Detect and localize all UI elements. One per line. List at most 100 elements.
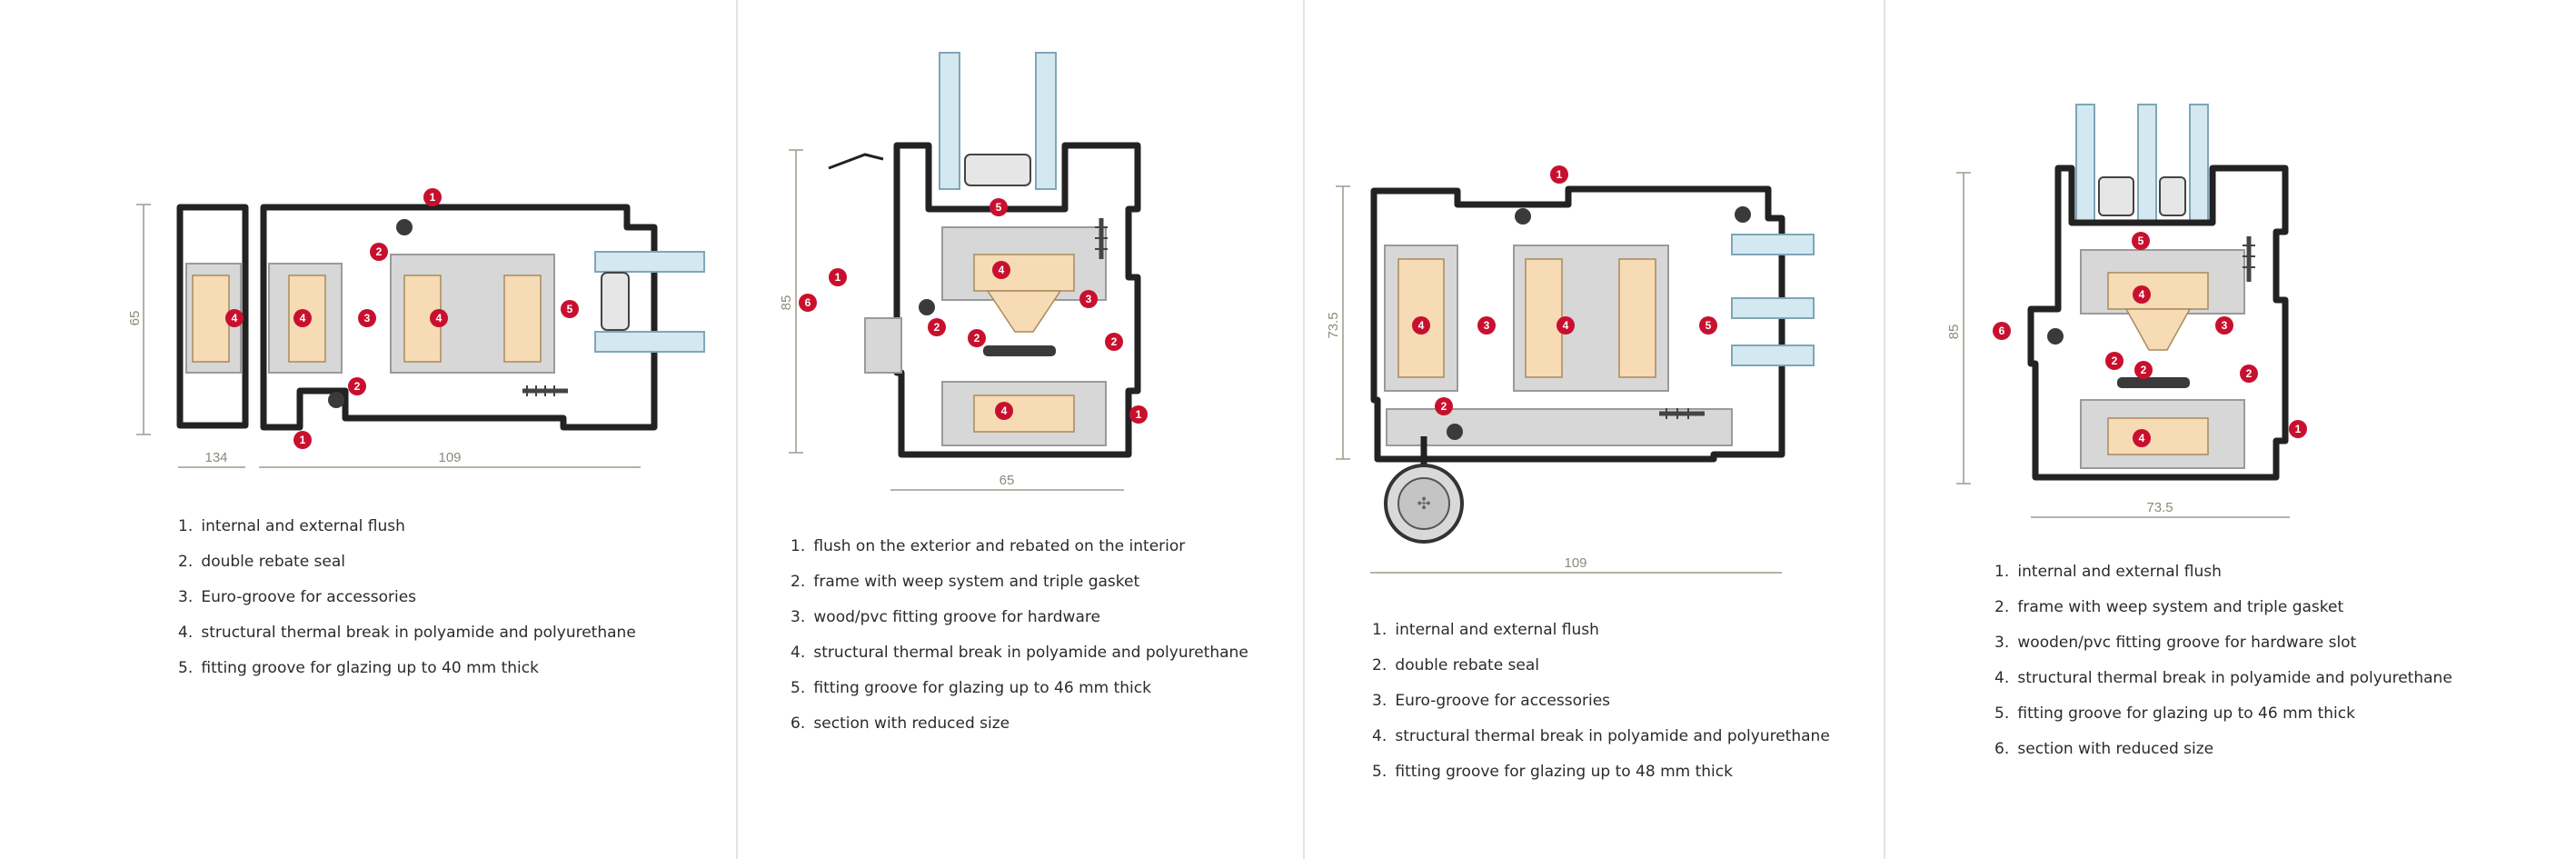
height-dimension: 73.5 <box>1326 185 1350 460</box>
callout-marker: 2 <box>1435 397 1453 415</box>
width-dimension: 109 <box>1370 555 1782 574</box>
screw-icon <box>1095 218 1108 259</box>
thermal-break <box>192 275 230 363</box>
svg-text:2: 2 <box>2246 367 2253 380</box>
legend-item: 2. double rebate seal <box>178 553 346 571</box>
callout-marker: 5 <box>561 300 579 318</box>
profile-panel-1: 65 1 2 4 4 3 4 5 2 <box>0 0 736 859</box>
svg-text:4: 4 <box>2139 288 2145 301</box>
svg-text:2: 2 <box>1441 400 1447 413</box>
glazing-pane <box>1731 297 1815 319</box>
gasket <box>2047 328 2064 345</box>
screw-icon <box>2243 236 2255 282</box>
frame-outline <box>176 204 658 431</box>
callout-marker: 2 <box>2240 365 2258 383</box>
svg-text:1: 1 <box>1136 408 1142 421</box>
panel-divider <box>1303 0 1305 859</box>
feature-legend: 1. flush on the exterior and rebated on … <box>791 529 1248 742</box>
width-dimension-label: 65 <box>1000 473 1015 488</box>
profile-panel-2: 85 5 1 4 3 6 2 2 2 4 1 <box>738 0 1303 859</box>
glazing-pane <box>1731 345 1815 366</box>
width-dimension-left-label: 134 <box>204 450 227 465</box>
thermal-break <box>2107 417 2209 455</box>
panel-divider <box>1884 0 1885 859</box>
glazing-pane <box>1035 52 1057 190</box>
glazing-bead <box>601 272 630 331</box>
gasket <box>1735 206 1751 223</box>
svg-text:4: 4 <box>300 312 306 325</box>
frame-outline <box>893 142 1141 458</box>
height-dimension-label: 73.5 <box>1326 312 1341 338</box>
legend-item: 5. fitting groove for glazing up to 46 m… <box>791 679 1151 697</box>
feature-legend: 1. internal and external flush 2. double… <box>178 509 636 686</box>
legend-item: 5. fitting groove for glazing up to 46 m… <box>1994 704 2355 723</box>
gasket <box>2117 377 2190 388</box>
callout-marker: 4 <box>1557 316 1575 335</box>
callout-marker: 3 <box>358 309 376 327</box>
callout-marker: 5 <box>990 198 1008 216</box>
gasket <box>983 345 1056 356</box>
legend-item: 1. flush on the exterior and rebated on … <box>791 537 1186 555</box>
frame-outline <box>2027 165 2289 481</box>
screw-icon <box>1659 408 1705 419</box>
callout-marker: 2 <box>928 318 946 336</box>
legend-item: 4. structural thermal break in polyamide… <box>1994 669 2452 687</box>
svg-text:3: 3 <box>364 312 371 325</box>
svg-text:2: 2 <box>354 380 361 393</box>
callout-marker: 2 <box>2134 361 2153 379</box>
svg-text:3: 3 <box>1484 319 1490 332</box>
svg-text:2: 2 <box>1111 335 1118 348</box>
width-dimension-left: 134 <box>178 450 245 468</box>
callout-marker: 2 <box>2105 352 2123 370</box>
callout-marker: 3 <box>2215 316 2233 335</box>
svg-text:1: 1 <box>430 191 436 204</box>
legend-item: 2. frame with weep system and triple gas… <box>1994 598 2344 616</box>
callout-marker: 1 <box>293 431 312 449</box>
callout-marker: 2 <box>370 243 388 261</box>
svg-text:4: 4 <box>999 264 1005 276</box>
gasket <box>1515 208 1531 225</box>
legend-item: 3. Euro-groove for accessories <box>1372 692 1611 710</box>
gasket <box>396 219 413 235</box>
gasket <box>328 392 344 408</box>
svg-text:6: 6 <box>805 296 811 309</box>
height-dimension-label: 85 <box>779 295 794 311</box>
height-dimension-label: 85 <box>1946 325 1962 340</box>
aluminium-profile <box>864 317 902 374</box>
svg-text:2: 2 <box>2112 355 2118 367</box>
legend-item: 3. wood/pvc fitting groove for hardware <box>791 608 1100 626</box>
section-drawing-3: 73.5 ✣ 1 4 3 4 5 2 <box>1326 165 1815 574</box>
callout-marker: 5 <box>1699 316 1717 335</box>
callout-marker: 4 <box>992 261 1010 279</box>
legend-item: 1. internal and external flush <box>1372 621 1599 639</box>
legend-item: 4. structural thermal break in polyamide… <box>178 624 636 642</box>
legend-item: 6. section with reduced size <box>791 714 1010 733</box>
handle-icon: ✣ <box>1384 436 1464 544</box>
thermal-break <box>1525 258 1563 378</box>
section-drawing-1: 65 1 2 4 4 3 4 5 2 <box>127 188 705 468</box>
glazing-bead <box>2098 176 2134 216</box>
svg-text:2: 2 <box>934 321 940 334</box>
callout-marker: 4 <box>225 309 244 327</box>
svg-text:5: 5 <box>1706 319 1712 332</box>
gasket <box>1447 424 1463 440</box>
callout-marker: 1 <box>2289 420 2307 438</box>
height-dimension: 85 <box>1946 172 1971 484</box>
thermal-break <box>986 290 1062 333</box>
svg-text:✣: ✣ <box>1417 494 1430 513</box>
thermal-break <box>2124 308 2192 351</box>
legend-item: 5. fitting groove for glazing up to 40 m… <box>178 659 539 677</box>
legend-item: 2. double rebate seal <box>1372 656 1540 674</box>
svg-text:4: 4 <box>1001 405 1008 417</box>
legend-item: 1. internal and external flush <box>178 517 405 535</box>
callout-marker: 4 <box>430 309 448 327</box>
callout-marker: 2 <box>968 329 986 347</box>
profile-panel-4: 85 5 4 3 6 2 2 2 4 1 73.5 <box>1885 0 2576 859</box>
svg-text:5: 5 <box>567 303 573 315</box>
svg-text:1: 1 <box>835 271 841 284</box>
callout-marker: 4 <box>2133 285 2151 304</box>
width-dimension-right-label: 109 <box>438 450 461 465</box>
feature-legend: 1. internal and external flush 2. double… <box>1372 613 1830 790</box>
legend-item: 4. structural thermal break in polyamide… <box>1372 727 1830 745</box>
legend-item: 2. frame with weep system and triple gas… <box>791 573 1140 591</box>
